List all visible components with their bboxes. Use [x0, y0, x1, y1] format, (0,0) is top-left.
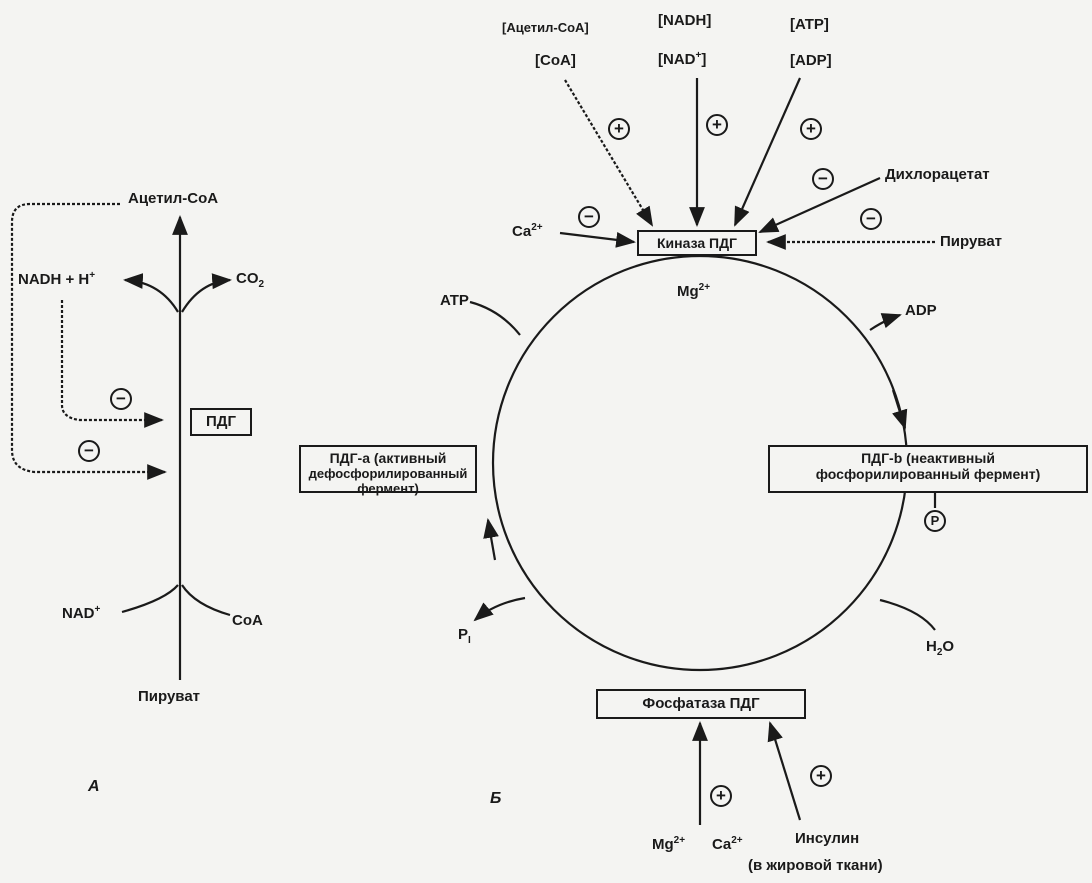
pdg-phosphatase-box: Фосфатаза ПДГ: [596, 689, 806, 719]
activation-sign: +: [608, 118, 630, 140]
nadh-curve: [123, 273, 179, 313]
activation-sign: +: [810, 765, 832, 787]
ca-to-kinase: [559, 231, 636, 248]
coa-label: CoA: [232, 612, 263, 629]
inhibition-sign: −: [860, 208, 882, 230]
panel-a-letter: А: [88, 778, 100, 795]
nad-bracket-label: [NAD+]: [658, 50, 707, 68]
mg-label: Mg2+: [677, 282, 711, 300]
cycle-arrow-left: [483, 518, 499, 561]
pdg-a-title: ПДГ-a (активный: [329, 450, 447, 466]
acetylcoa-bracket-label: [Ацетил-CoA]: [502, 20, 589, 35]
inhibition-sign: −: [110, 388, 132, 410]
inhibition-sign: −: [578, 206, 600, 228]
adp-bracket-label: [ADP]: [790, 52, 832, 69]
insulin-to-phosphatase: [767, 721, 802, 821]
pyruvate-b-label: Пируват: [940, 233, 1003, 250]
insulin-label: Инсулин: [795, 830, 860, 847]
atp-to-kinase: [733, 77, 802, 227]
co2-label: CO2: [236, 270, 265, 290]
inhibition-sign: −: [78, 440, 100, 462]
cycle-arrow-right: [891, 389, 908, 430]
pdg-b-subtitle: фосфорилированный фермент): [815, 466, 1041, 482]
activation-sign: +: [800, 118, 822, 140]
pdg-b-title: ПДГ-b (неактивный: [861, 450, 995, 466]
mg-bottom-label: Mg2+: [652, 835, 686, 853]
acetylcoa-feedback-line: [10, 202, 167, 480]
coa-bracket-label: [CoA]: [535, 52, 576, 69]
phosphate-group: P: [924, 510, 946, 532]
activation-sign: +: [710, 785, 732, 807]
insulin-note-label: (в жировой ткани): [748, 857, 883, 874]
pdg-enzyme-box: ПДГ: [190, 408, 252, 436]
coa-curve: [181, 584, 231, 617]
adp-curve: [869, 313, 902, 331]
pyruvate-label: Пируват: [138, 688, 201, 705]
nad-label: NAD+: [62, 604, 101, 622]
nadh-bracket-label: [NADH]: [658, 12, 712, 29]
pdg-b-box: ПДГ-b (неактивный фосфорилированный ферм…: [768, 445, 1088, 493]
pdg-a-box: ПДГ-a (активный дефосфорилированный ферм…: [299, 445, 477, 496]
ca-bottom-label: Ca2+: [712, 835, 743, 853]
h2o-label: H2O: [926, 638, 955, 658]
inhibition-sign: −: [812, 168, 834, 190]
atp-bracket-label: [ATP]: [790, 16, 829, 33]
h2o-curve: [879, 598, 936, 631]
co2-curve: [181, 273, 232, 313]
acetyl-coa-label: Ацетил-CoA: [128, 190, 219, 207]
dichloroacetate-to-kinase: [758, 176, 881, 234]
pdg-a-subtitle: дефосфорилированный фермент): [308, 466, 468, 496]
activation-sign: +: [706, 114, 728, 136]
atp-label: ATP: [440, 292, 469, 309]
nad-curve: [121, 584, 179, 614]
adp-label: ADP: [905, 302, 937, 319]
ca-label: Ca2+: [512, 222, 543, 240]
pdg-kinase-box: Киназа ПДГ: [637, 230, 757, 256]
atp-curve: [469, 300, 521, 336]
nadh-feedback-line: [60, 300, 164, 428]
acetylcoa-to-kinase: [564, 79, 654, 227]
dichloroacetate-label: Дихлорацетат: [885, 166, 990, 183]
pi-label: PI: [458, 626, 471, 646]
panel-b-letter: Б: [490, 790, 502, 807]
pi-curve: [473, 596, 526, 622]
nadh-label: NADH + H+: [18, 270, 96, 288]
